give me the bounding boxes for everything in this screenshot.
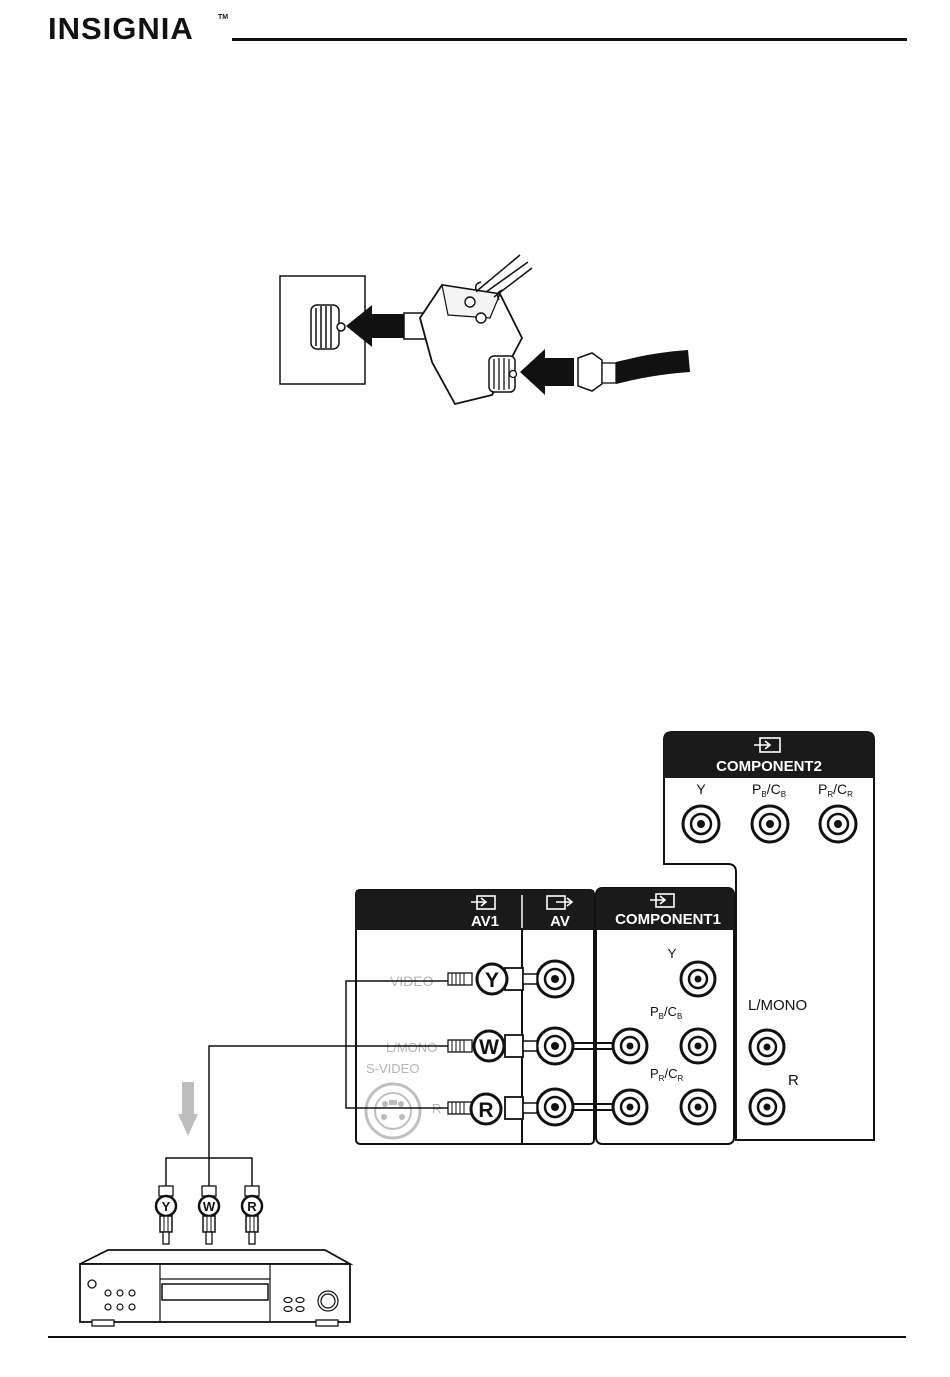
plug-w-letter: W <box>479 1036 499 1059</box>
jack-icon <box>537 1089 573 1125</box>
jack-icon <box>681 1029 715 1063</box>
plug-r-letter-bottom: R <box>247 1199 257 1214</box>
svideo-port-icon <box>366 1084 420 1138</box>
plug-y-letter-bottom: Y <box>162 1199 171 1214</box>
component2-y-label: Y <box>696 781 706 797</box>
jack-icon <box>537 1028 573 1064</box>
jack-icon <box>683 806 719 842</box>
jack-icon <box>613 1029 647 1063</box>
jack-icon <box>681 962 715 996</box>
component1-panel: COMPONENT1 Y PB/CB PR/CR <box>596 888 734 1144</box>
component1-title: COMPONENT1 <box>615 911 721 928</box>
jack-icon <box>750 1030 784 1064</box>
av1-title: AV1 <box>471 913 499 930</box>
arrow-icon <box>178 1082 198 1136</box>
svideo-label: S-VIDEO <box>366 1061 419 1076</box>
audio-right-label: R <box>788 1072 799 1089</box>
plug-w-letter-bottom: W <box>203 1199 216 1214</box>
device-plugs: Y W R <box>156 1186 262 1244</box>
footer-rule <box>48 1336 906 1338</box>
jack-icon <box>537 961 573 997</box>
plug-r-letter: R <box>478 1099 493 1122</box>
white-plug-icon: W <box>199 1186 219 1244</box>
component2-title: COMPONENT2 <box>716 758 822 775</box>
dvd-player-icon <box>80 1250 350 1326</box>
yellow-plug-icon: Y <box>156 1186 176 1244</box>
jack-icon <box>750 1090 784 1124</box>
jack-icon <box>752 806 788 842</box>
red-plug-icon: R <box>242 1186 262 1244</box>
jack-icon <box>820 806 856 842</box>
jack-icon <box>681 1090 715 1124</box>
component2-jacks <box>683 806 856 842</box>
l-mono-label: L/MONO <box>386 1040 437 1055</box>
jack-icon <box>613 1090 647 1124</box>
component1-y-label: Y <box>668 946 677 961</box>
av-out-title: AV <box>550 913 570 930</box>
audio-left-label: L/MONO <box>748 997 807 1014</box>
plug-y-letter: Y <box>485 969 499 992</box>
